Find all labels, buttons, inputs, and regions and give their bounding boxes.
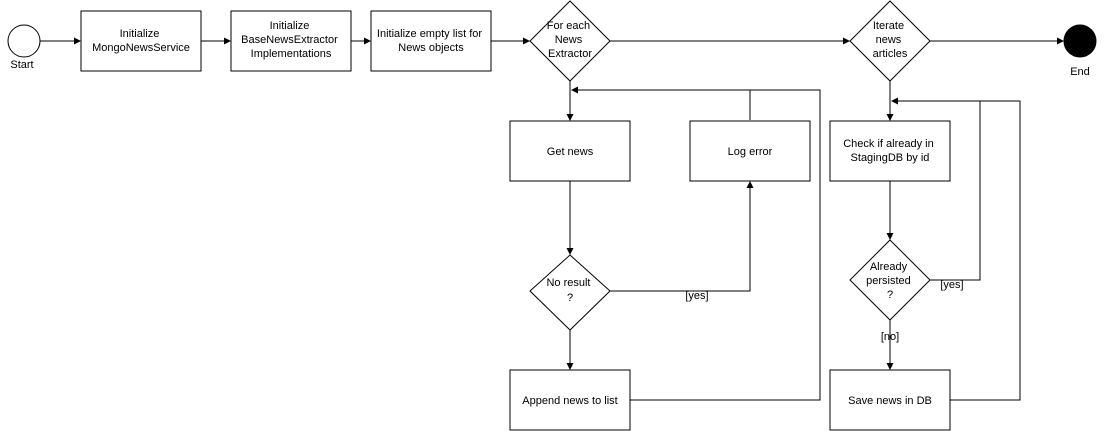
- for-each-extractor-label: For each News Extractor: [547, 20, 593, 60]
- init-extractors-label: Initialize BaseNewsExtractor Implementat…: [241, 20, 341, 60]
- already-persisted-label: Already persisted ?: [866, 261, 914, 301]
- arrowhead: [523, 37, 530, 45]
- for-each-extractor-decision: [529, 0, 611, 82]
- start-node: [7, 24, 41, 58]
- append-news-box: [509, 369, 631, 431]
- label-line: Check if already in: [843, 138, 934, 150]
- arrowhead: [886, 233, 894, 240]
- edge-append-back-to-loop: [577, 89, 821, 401]
- label-line: BaseNewsExtractor: [241, 34, 338, 46]
- check-staging-box: [829, 120, 951, 182]
- label-line: ?: [567, 292, 573, 304]
- label-line: No result: [546, 277, 590, 289]
- init-mongo-box: [80, 10, 202, 72]
- label-line: Initialize: [120, 28, 160, 40]
- label-line: articles: [873, 48, 908, 60]
- no-result-yes-label: [yes]: [685, 290, 708, 302]
- save-news-label: Save news in DB: [848, 395, 932, 407]
- end-label: End: [1070, 66, 1090, 78]
- arrowhead: [364, 37, 371, 45]
- no-result-label: No result ?: [546, 277, 593, 304]
- arrowhead: [74, 37, 81, 45]
- init-list-label: Initialize empty list for News objects: [377, 28, 485, 54]
- already-persisted-decision: [849, 239, 931, 321]
- end-node: [1063, 24, 1097, 58]
- label-line: StagingDB by id: [851, 152, 930, 164]
- label-line: Extractor: [548, 48, 592, 60]
- arrowhead: [886, 363, 894, 370]
- persisted-no-label: [no]: [881, 331, 899, 343]
- label-line: news: [876, 34, 902, 46]
- arrowhead: [1057, 37, 1064, 45]
- arrowhead: [571, 86, 578, 94]
- edge-log-error-back-to-loop: [577, 89, 751, 120]
- persisted-yes-label: [yes]: [940, 279, 963, 291]
- flow-labels: Start End Initialize MongoNewsService In…: [10, 20, 1089, 407]
- label-line: Already: [870, 261, 908, 273]
- arrowhead: [224, 37, 231, 45]
- no-result-decision: [529, 254, 611, 331]
- iterate-articles-decision: [849, 0, 931, 82]
- check-staging-label: Check if already in StagingDB by id: [843, 138, 937, 164]
- arrowhead: [886, 114, 894, 121]
- label-line: Initialize empty list for: [377, 28, 482, 40]
- label-line: MongoNewsService: [92, 42, 190, 54]
- flow-edges: [40, 37, 1064, 401]
- arrowhead: [566, 363, 574, 370]
- get-news-label: Get news: [547, 146, 594, 158]
- save-news-box: [829, 369, 951, 431]
- init-list-box: [370, 10, 492, 72]
- arrowhead: [843, 37, 850, 45]
- iterate-articles-label: Iterate news articles: [873, 20, 908, 60]
- get-news-box: [509, 120, 631, 182]
- label-line: persisted: [866, 275, 911, 287]
- flow-nodes: [7, 0, 1097, 431]
- label-line: For each: [547, 20, 590, 32]
- log-error-label: Log error: [728, 146, 773, 158]
- append-news-label: Append news to list: [522, 395, 617, 407]
- arrowhead: [746, 181, 754, 188]
- init-mongo-label: Initialize MongoNewsService: [92, 28, 190, 54]
- label-line: ?: [887, 289, 893, 301]
- arrowhead: [566, 114, 574, 121]
- label-line: News: [555, 34, 583, 46]
- init-extractors-box: [230, 10, 352, 72]
- edge-save-back-to-loop: [897, 100, 1021, 401]
- label-line: Iterate: [873, 20, 904, 32]
- log-error-box: [689, 120, 811, 182]
- arrowhead: [891, 97, 898, 105]
- label-line: Implementations: [251, 48, 332, 60]
- label-line: News objects: [398, 42, 464, 54]
- start-label: Start: [10, 59, 33, 71]
- edge-no-result-yes-to-log-error: [610, 186, 751, 292]
- arrowhead: [566, 248, 574, 255]
- label-line: Initialize: [270, 20, 310, 32]
